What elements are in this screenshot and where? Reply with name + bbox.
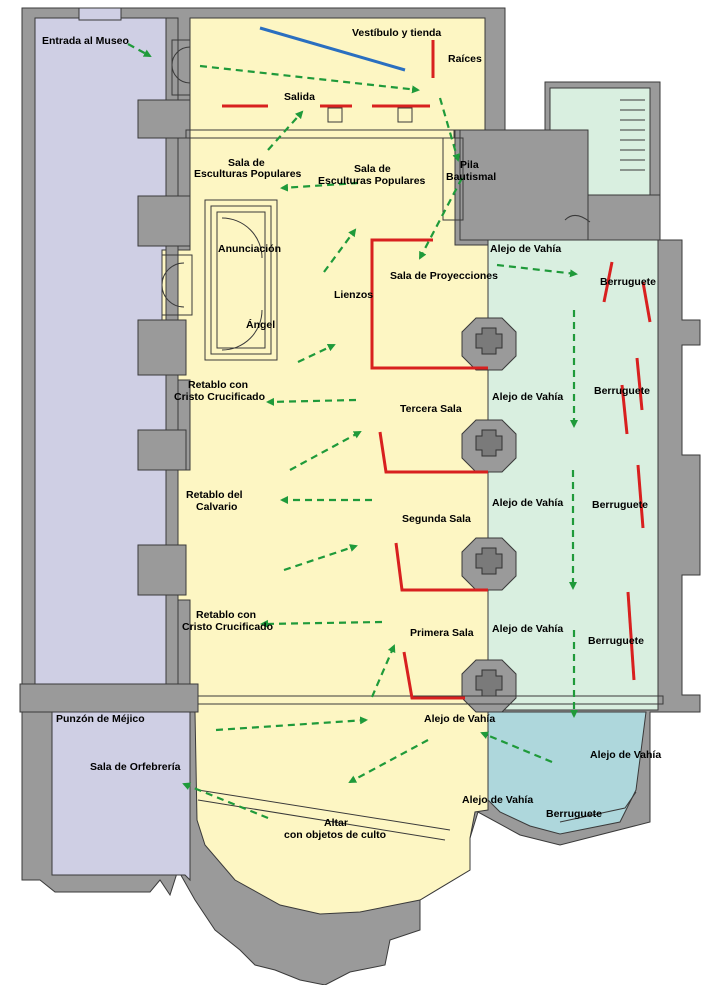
label-alejo-5: Alejo de Vahía: [424, 713, 495, 725]
label-alejo-3: Alejo de Vahía: [492, 497, 563, 509]
label-retablo-cristo-1b: Cristo Crucificado: [174, 391, 265, 403]
label-tercera-sala: Tercera Sala: [400, 403, 462, 415]
label-alejo-1: Alejo de Vahía: [490, 243, 561, 255]
label-altar-1: Altar: [324, 817, 348, 829]
label-retablo-cristo-1a: Retablo con: [188, 379, 248, 391]
label-anunciacion: Anunciación: [218, 243, 281, 255]
entrance-notch: [78, 7, 122, 21]
nave: [161, 17, 489, 915]
label-vestibulo: Vestíbulo y tienda: [352, 27, 441, 39]
label-orfebreria: Sala de Orfebrería: [90, 761, 181, 773]
upper-wall-2: [137, 195, 191, 247]
label-calvario-1: Retablo del: [186, 489, 243, 501]
upper-wall-1: [137, 99, 191, 139]
label-segunda-sala: Segunda Sala: [402, 513, 471, 525]
column-1: [461, 317, 517, 371]
label-pila: Pila: [460, 159, 479, 171]
room-labels: Entrada al Museo Vestíbulo y tienda Raíc…: [42, 27, 661, 841]
mid-wall-1: [137, 319, 187, 376]
label-berruguete-1: Berruguete: [600, 276, 656, 288]
label-retablo-cristo-2a: Retablo con: [196, 609, 256, 621]
label-entrada: Entrada al Museo: [42, 35, 129, 47]
architectural-details: [161, 39, 664, 841]
stair-wall: [587, 194, 661, 241]
label-retablo-cristo-2b: Cristo Crucificado: [182, 621, 273, 633]
room-dividers: [222, 40, 652, 700]
label-altar-2: con objetos de culto: [284, 829, 386, 841]
vestibule-line: [259, 26, 406, 72]
column-3: [461, 537, 517, 591]
label-alejo-7: Alejo de Vahía: [462, 794, 533, 806]
label-berruguete-3: Berruguete: [592, 499, 648, 511]
label-proyecciones: Sala de Proyecciones: [390, 270, 498, 282]
right-gallery-wall: [459, 129, 589, 241]
label-berruguete-4: Berruguete: [588, 635, 644, 647]
label-alejo-2: Alejo de Vahía: [492, 391, 563, 403]
label-berruguete-2: Berruguete: [594, 385, 650, 397]
label-lienzos: Lienzos: [334, 289, 373, 301]
side-chapel: [487, 711, 647, 835]
lower-wall: [19, 683, 199, 713]
label-primera-sala: Primera Sala: [410, 627, 474, 639]
label-salida: Salida: [284, 91, 315, 103]
column-2: [461, 419, 517, 473]
mid-wall-2: [137, 429, 187, 471]
label-esculturas-left-2: Esculturas Populares: [194, 168, 302, 180]
label-punzon: Punzón de Méjico: [56, 713, 145, 725]
label-angel: Ángel: [246, 318, 275, 331]
label-esculturas-right-2: Esculturas Populares: [318, 175, 426, 187]
label-berruguete-5: Berruguete: [546, 808, 602, 820]
label-calvario-2: Calvario: [196, 501, 237, 513]
label-raices: Raíces: [448, 53, 482, 65]
orfebreria-room: [51, 711, 191, 882]
mid-wall-3: [137, 544, 187, 596]
label-alejo-4: Alejo de Vahía: [492, 623, 563, 635]
label-esculturas-left-1: Sala de: [228, 157, 265, 169]
visitor-route: [127, 43, 578, 820]
label-bautismal: Bautismal: [446, 171, 496, 183]
label-esculturas-right-1: Sala de: [354, 163, 391, 175]
label-alejo-6: Alejo de Vahía: [590, 749, 661, 761]
